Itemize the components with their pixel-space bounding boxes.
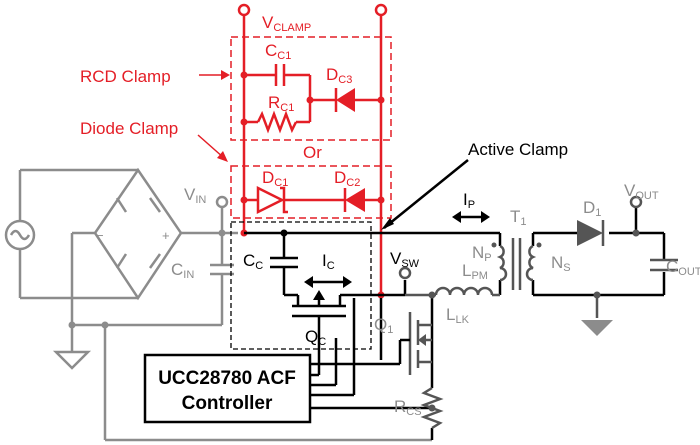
- bridge-rectifier: [93, 167, 183, 301]
- qc-label: QC: [305, 327, 326, 348]
- cc1-label: CC1: [265, 41, 291, 62]
- llk-label: LLK: [446, 305, 470, 326]
- vsw-label: VSW: [390, 249, 420, 270]
- dc2-label: DC2: [334, 168, 360, 189]
- d1-diode: [577, 220, 603, 246]
- rcs-label: RCS: [394, 397, 422, 418]
- ip-label: IP: [463, 190, 475, 211]
- np-label: NP: [472, 243, 492, 264]
- rcd-clamp-box: [230, 36, 392, 141]
- dc1-label: DC1: [262, 168, 288, 189]
- bridge-minus-label: −: [96, 228, 104, 243]
- controller-title-line1: UCC28780 ACF: [158, 368, 296, 389]
- cc-label: CC: [243, 251, 263, 272]
- controller-box: [143, 353, 312, 424]
- output-ground: [581, 320, 613, 336]
- rc1-label: RC1: [268, 93, 294, 114]
- d1-label: D1: [583, 198, 601, 219]
- bridge-plus-label: +: [162, 228, 170, 243]
- controller-title-line2: Controller: [182, 393, 273, 414]
- q1-mosfet: [408, 312, 432, 375]
- dc2-diode: [345, 188, 365, 212]
- lpm-label: LPM: [462, 261, 488, 282]
- input-rectifier-section: [4, 167, 432, 442]
- primary-power-stage: [244, 159, 666, 440]
- ns-label: NS: [551, 253, 571, 274]
- transformer-t1: [496, 238, 537, 290]
- vin-label: VIN: [184, 185, 206, 206]
- cout-label-text: COUT: [666, 257, 700, 278]
- cin-label: CIN: [171, 260, 194, 281]
- dc1-tvs-diode: [256, 185, 285, 215]
- rcd-clamp-label: RCD Clamp: [80, 67, 171, 86]
- dc3-label: DC3: [326, 65, 352, 86]
- rc1-resistor: [256, 110, 298, 134]
- vclamp-label: VCLAMP: [262, 13, 311, 34]
- active-clamp-box: [230, 221, 372, 350]
- q1-label: Q1: [374, 315, 393, 336]
- or-label: Or: [303, 143, 322, 162]
- diode-clamp-box: [230, 165, 392, 219]
- active-clamp-label: Active Clamp: [468, 140, 568, 159]
- vout-label: VOUT: [624, 181, 659, 202]
- diode-clamp-label: Diode Clamp: [80, 119, 178, 138]
- llk-inductor: [434, 286, 494, 296]
- t1-label: T1: [510, 207, 527, 228]
- dc3-diode: [336, 88, 355, 112]
- input-ground: [52, 350, 92, 370]
- ic-label: IC: [322, 251, 335, 272]
